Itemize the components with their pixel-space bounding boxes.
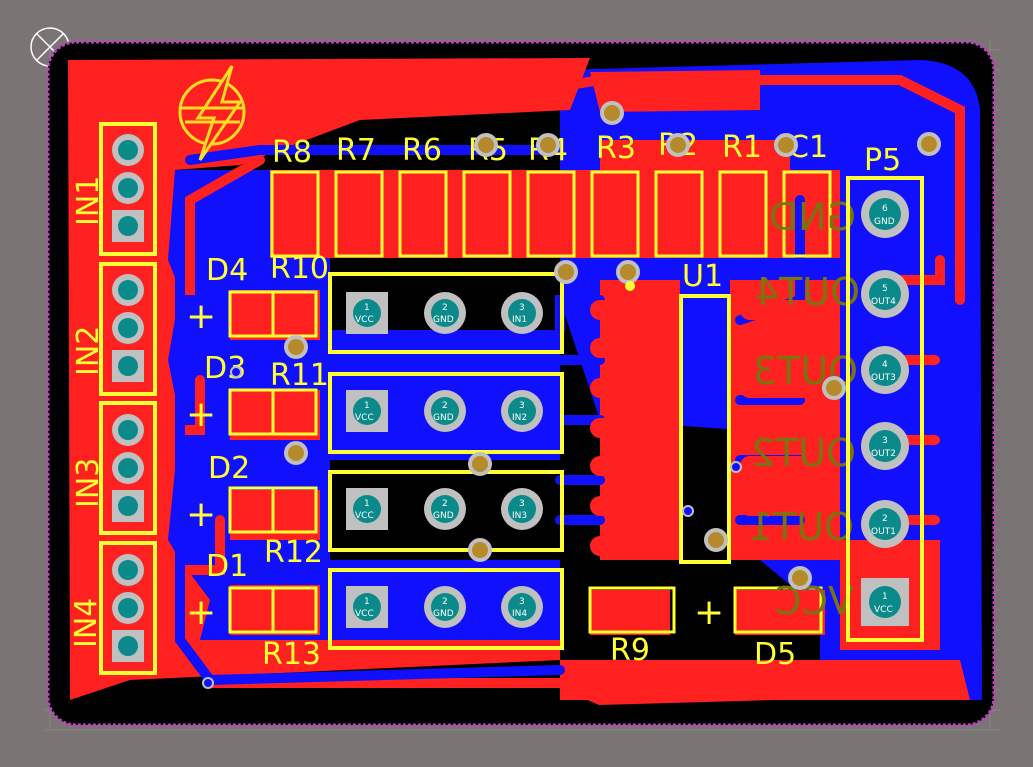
bottom-label-out2: OUT2 <box>751 431 856 475</box>
diode-resistor-outlines <box>228 290 823 634</box>
bottom-label-vcc: VCC <box>775 579 854 623</box>
p5-pin-name: OUT3 <box>871 373 896 383</box>
plus-d4: + <box>186 296 216 337</box>
plus-d5: + <box>694 592 724 633</box>
label-r13: R13 <box>262 637 321 672</box>
p5-pin-name: OUT2 <box>871 449 896 459</box>
pad-name: VCC <box>355 413 374 423</box>
label-in1: IN1 <box>71 176 106 226</box>
p5-pin-num: 2 <box>882 514 888 524</box>
vias <box>284 101 941 590</box>
label-r9: R9 <box>610 633 650 668</box>
pad-name: VCC <box>355 609 374 619</box>
p5-pin-num: 1 <box>882 592 888 602</box>
label-r10: R10 <box>270 251 329 286</box>
ic-u1 <box>590 294 820 564</box>
label-r12: R12 <box>264 535 323 570</box>
label-u1: U1 <box>682 259 723 294</box>
label-r3: R3 <box>596 131 636 166</box>
p5-pin-name: GND <box>874 217 895 227</box>
p5-pin-name: OUT4 <box>871 297 896 307</box>
p5-pin-num: 3 <box>882 436 888 446</box>
pad-num: 3 <box>519 303 525 313</box>
pad-name: IN3 <box>512 511 527 521</box>
label-in4: IN4 <box>69 598 104 648</box>
label-in3: IN3 <box>71 458 106 508</box>
bottom-silk-labels: GND OUT4 OUT3 OUT2 OUT1 VCC <box>749 195 860 623</box>
pad-num: 3 <box>519 597 525 607</box>
p5-pin-num: 6 <box>882 204 888 214</box>
pad-num: 1 <box>364 499 370 509</box>
marker-dot <box>625 281 635 291</box>
lightning-logo-icon <box>178 65 246 161</box>
p5-pin-name: OUT1 <box>871 527 896 537</box>
connector-in1: IN1 <box>71 122 157 256</box>
plus-d3: + <box>186 394 216 435</box>
pad-num: 2 <box>442 597 448 607</box>
pad-num: 2 <box>442 303 448 313</box>
pad-name: GND <box>433 413 454 423</box>
label-d2: D2 <box>208 451 250 486</box>
label-p5: P5 <box>864 143 901 178</box>
bottom-label-out1: OUT1 <box>749 505 854 549</box>
pad-name: GND <box>433 609 454 619</box>
plus-d1: + <box>186 592 216 633</box>
connector-in3: IN3 <box>71 401 157 535</box>
label-in2: IN2 <box>71 326 106 376</box>
label-r1: R1 <box>722 130 762 165</box>
pad-num: 1 <box>364 597 370 607</box>
sensor-row-2: 1 VCC 2 GND 3 IN2 <box>328 372 564 454</box>
pad-name: GND <box>433 511 454 521</box>
pad-name: IN2 <box>512 413 527 423</box>
p5-pin-num: 5 <box>882 284 888 294</box>
label-r8: R8 <box>272 135 312 170</box>
pad-num: 1 <box>364 401 370 411</box>
label-r7: R7 <box>336 133 376 168</box>
resistor-array <box>270 170 832 258</box>
sensor-row-3: 1 VCC 2 GND 3 IN3 <box>328 470 564 552</box>
header-p5: 6 GND 5 OUT4 4 OUT3 3 OUT2 2 OUT1 1 VCC <box>846 176 924 642</box>
pad-num: 1 <box>364 303 370 313</box>
pad-name: IN1 <box>512 315 527 325</box>
label-r11: R11 <box>270 358 329 393</box>
connector-in4: IN4 <box>69 541 157 675</box>
label-d5: D5 <box>754 637 796 672</box>
p5-pin-name: VCC <box>874 605 893 615</box>
plus-d2: + <box>186 494 216 535</box>
pad-num: 3 <box>519 401 525 411</box>
sensor-row-4: 1 VCC 2 GND 3 IN4 <box>328 568 564 650</box>
bottom-label-out4: OUT4 <box>755 270 860 314</box>
pad-name: IN4 <box>512 609 527 619</box>
pad-num: 2 <box>442 499 448 509</box>
label-r6: R6 <box>402 133 442 168</box>
connector-in2: IN2 <box>71 262 157 396</box>
pad-name: VCC <box>355 511 374 521</box>
bottom-label-gnd: GND <box>769 195 856 239</box>
p5-pin-num: 4 <box>882 360 888 370</box>
label-d1: D1 <box>206 549 248 584</box>
pad-name: GND <box>433 315 454 325</box>
pad-num: 2 <box>442 401 448 411</box>
sensor-row-1: 1 VCC 2 GND 3 IN1 <box>328 272 564 354</box>
pad-name: VCC <box>355 315 374 325</box>
small-vias <box>202 366 742 689</box>
pad-num: 3 <box>519 499 525 509</box>
label-d4: D4 <box>206 253 248 288</box>
